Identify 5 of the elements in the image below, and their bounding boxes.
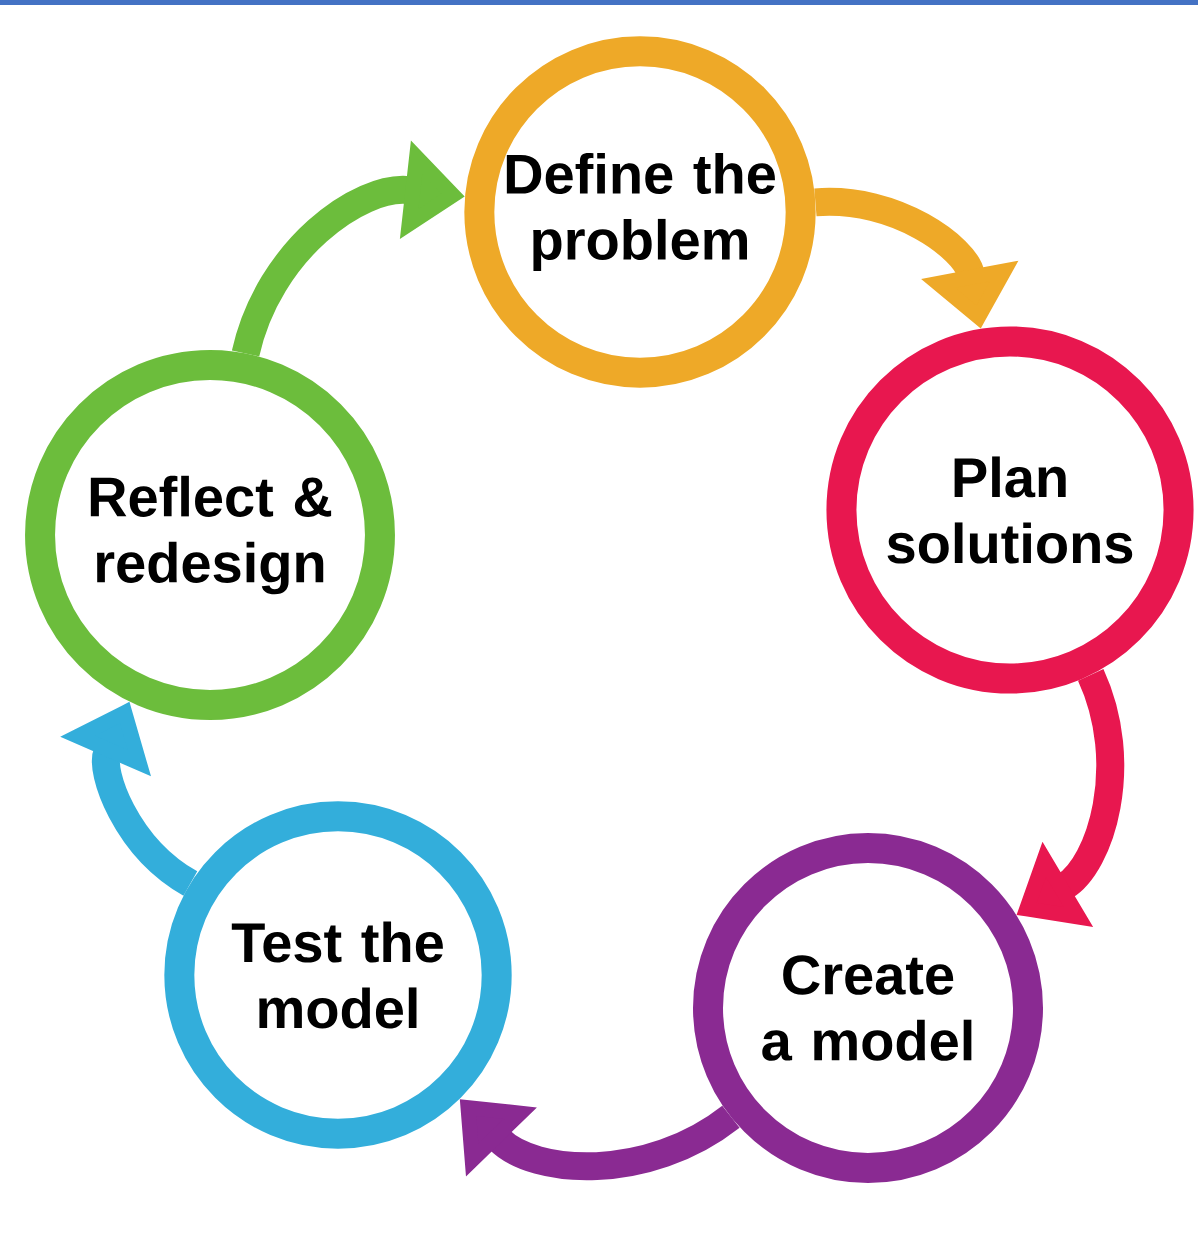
ring-node: Plan solutions xyxy=(826,326,1194,694)
ring-node: Create a model xyxy=(693,833,1043,1183)
ring-node: Test the model xyxy=(164,801,512,1149)
ring-node: Define the problem xyxy=(464,36,816,388)
ring-node: Reflect & redesign xyxy=(25,350,395,720)
